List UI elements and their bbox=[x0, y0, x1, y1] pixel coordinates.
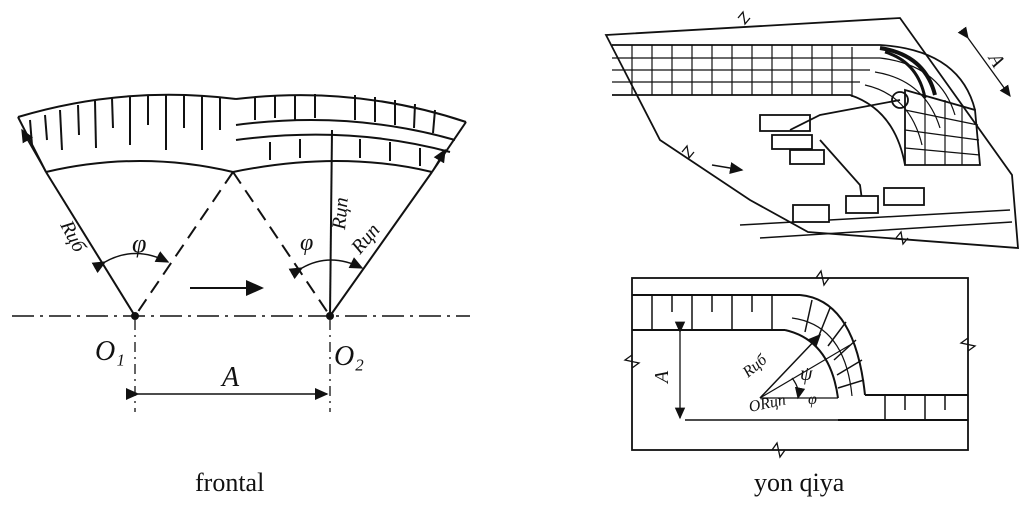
left-dashed-radius bbox=[134, 171, 234, 317]
frontal-diagram bbox=[12, 93, 470, 412]
iso-wall-bottom bbox=[612, 94, 906, 166]
left-sector-inner-arc bbox=[45, 160, 234, 173]
iso-wall-face-grid bbox=[904, 95, 981, 165]
right-sector-ticks bbox=[254, 94, 436, 166]
label-angle-right: φ bbox=[300, 230, 313, 256]
plan-curve-inner bbox=[784, 329, 839, 399]
iso-conveyor-arc2 bbox=[884, 50, 927, 99]
label-plan-radius-outer: Rцб bbox=[739, 351, 771, 382]
center-o2-dot bbox=[326, 312, 334, 320]
label-plan-angle-psi: ψ bbox=[800, 363, 813, 385]
plan-view bbox=[623, 269, 977, 459]
label-angle-left: φ bbox=[132, 229, 146, 258]
right-radius-mid bbox=[329, 129, 333, 317]
label-distance-a: A bbox=[220, 362, 240, 393]
right-dashed-radius bbox=[232, 171, 331, 317]
label-plan-radius-inner: ORцп bbox=[747, 392, 787, 416]
iso-break-1 bbox=[737, 10, 751, 26]
right-sector-outer-arc bbox=[235, 94, 467, 123]
iso-conveyor-arc1 bbox=[879, 46, 937, 96]
caption-frontal: frontal bbox=[195, 468, 265, 497]
plan-wall-top-ticks bbox=[651, 295, 773, 330]
plan-curve-outer bbox=[799, 294, 866, 396]
label-center-o1: O₁ bbox=[95, 336, 125, 367]
iso-machine-arm bbox=[789, 99, 901, 131]
plan-radius-outer bbox=[759, 333, 822, 399]
right-angle-arc bbox=[288, 257, 364, 280]
iso-machine-base bbox=[789, 149, 825, 165]
plan-break-right bbox=[959, 337, 977, 352]
label-radius-mid: Rцп bbox=[328, 196, 353, 231]
right-sector-band1 bbox=[235, 119, 456, 141]
iso-track-1 bbox=[739, 209, 1011, 226]
label-iso-distance-a: A bbox=[983, 48, 1010, 72]
iso-wall-face bbox=[904, 88, 981, 166]
iso-machine-hub bbox=[891, 91, 909, 109]
label-radius-right: Rцп bbox=[346, 219, 384, 259]
left-sector-outer-arc bbox=[17, 93, 237, 118]
center-o1-dot bbox=[131, 312, 139, 320]
plan-labels: A Rцб ORцп ψ φ bbox=[651, 351, 817, 416]
caption-yon-qiya: yon qiya bbox=[754, 468, 845, 497]
iso-machine-support bbox=[819, 139, 863, 201]
plan-break-bottom bbox=[771, 441, 786, 459]
plan-angle-arc bbox=[791, 377, 806, 400]
label-plan-distance-a: A bbox=[651, 370, 673, 385]
plan-wall-bottom-ticks bbox=[884, 395, 946, 420]
iso-machine-body bbox=[759, 114, 811, 132]
label-plan-angle-phi: φ bbox=[808, 391, 817, 408]
label-radius-left: Rцб bbox=[55, 216, 90, 257]
plan-curve-ticks bbox=[804, 299, 865, 389]
left-radius-line bbox=[45, 171, 136, 317]
iso-wagon-1 bbox=[792, 204, 830, 223]
label-center-o2: O₂ bbox=[334, 341, 364, 372]
right-radial-arrow bbox=[431, 148, 446, 173]
right-radius-right bbox=[329, 171, 433, 317]
iso-dim-a-line bbox=[957, 26, 1011, 98]
left-sector-ticks bbox=[29, 95, 221, 151]
plan-break-top bbox=[815, 269, 830, 287]
iso-wall-top bbox=[612, 44, 976, 111]
iso-ground-outline bbox=[604, 17, 1019, 249]
iso-machine-body2 bbox=[771, 134, 813, 150]
plan-break-left bbox=[623, 354, 641, 369]
iso-motion-arrow bbox=[711, 162, 744, 174]
iso-wagon-2 bbox=[845, 195, 879, 214]
right-sector-inner-arc bbox=[232, 160, 433, 173]
iso-track-2 bbox=[759, 221, 1013, 239]
plan-curve-mid bbox=[791, 317, 853, 397]
plan-radius-diag bbox=[759, 344, 851, 399]
left-radial-arrow bbox=[21, 128, 47, 173]
left-angle-arc bbox=[91, 251, 170, 274]
isometric-sketch bbox=[604, 10, 1019, 249]
iso-break-3 bbox=[895, 230, 909, 246]
iso-break-2 bbox=[681, 144, 695, 160]
frontal-labels: Rцб Rцп Rцп φ φ O₁ O₂ A bbox=[55, 196, 384, 393]
plan-frame bbox=[631, 277, 969, 451]
right-sector-band2 bbox=[235, 133, 451, 153]
iso-wagon-3 bbox=[883, 187, 925, 206]
